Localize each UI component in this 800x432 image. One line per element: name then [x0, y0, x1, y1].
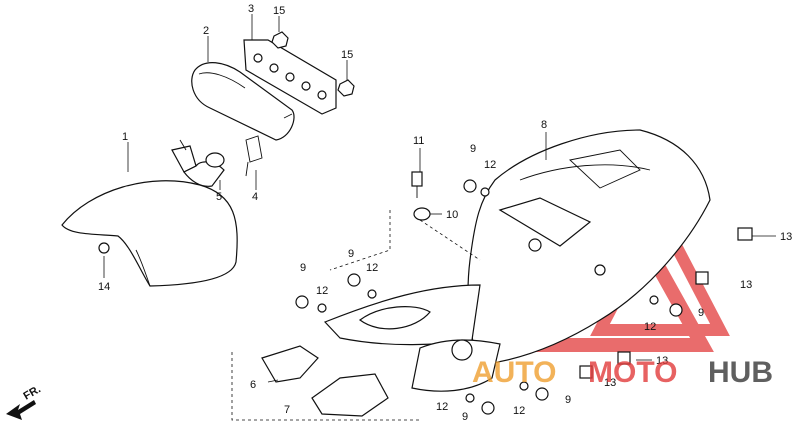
bracket-part-3	[243, 39, 337, 115]
watermark-hub: HUB	[708, 356, 773, 389]
washer-part-12b	[367, 289, 377, 299]
callout-2: 2	[203, 25, 209, 37]
seat-part-1	[61, 180, 238, 287]
screw-part-9b	[347, 273, 361, 287]
callout-9e: 9	[565, 394, 571, 406]
watermark-text: AUTO MOTO HUB	[472, 356, 773, 389]
callout-9a: 9	[470, 143, 476, 155]
washer-part-12e	[519, 381, 529, 391]
callout-5: 5	[216, 191, 222, 203]
callout-14: 14	[98, 281, 110, 293]
nut-part-15a	[271, 31, 289, 49]
callout-13a: 13	[780, 231, 792, 243]
screw-part-9f	[669, 303, 683, 317]
washer-part-12f	[649, 295, 659, 305]
callout-6: 6	[250, 379, 256, 391]
bolt-part-11	[411, 171, 423, 198]
callout-12e: 12	[513, 405, 525, 417]
watermark-moto: MOTO	[588, 356, 677, 389]
callouts: 1 2 3 4 5 6 7 8 9 9 9 9 9 9 10 11 12 12 …	[98, 3, 792, 423]
washer-part-12d	[465, 393, 475, 403]
callout-12d: 12	[436, 401, 448, 413]
callout-12c: 12	[316, 285, 328, 297]
clip-part-4	[245, 135, 263, 177]
callout-7: 7	[284, 404, 290, 416]
callout-13c: 13	[656, 355, 668, 367]
clip-part-13d	[579, 365, 593, 379]
callout-15b: 15	[341, 49, 353, 61]
callout-15a: 15	[273, 5, 285, 17]
callout-11: 11	[413, 135, 424, 147]
emblem-part-7	[311, 373, 389, 417]
seat-lock-part-5	[171, 139, 225, 187]
grab-rail-part-2	[191, 62, 295, 141]
callout-13d: 13	[604, 377, 616, 389]
callout-9d: 9	[462, 411, 468, 423]
clip-part-13b	[695, 271, 709, 285]
screw-part-9d	[481, 401, 495, 415]
washer-part-12c	[317, 303, 327, 313]
callout-13b: 13	[740, 279, 752, 291]
screw-part-9a	[463, 179, 477, 193]
callout-12f: 12	[644, 321, 656, 333]
clip-part-13a	[737, 227, 753, 241]
washer-part-12a	[480, 187, 490, 197]
callout-8: 8	[541, 119, 547, 131]
assembly-lines	[231, 210, 481, 421]
callout-9c: 9	[300, 262, 306, 274]
callout-12b: 12	[366, 262, 378, 274]
screw-part-9e	[535, 387, 549, 401]
callout-4: 4	[252, 191, 258, 203]
grommet-part-10	[413, 207, 431, 221]
clip-part-13c	[617, 351, 631, 365]
callout-10: 10	[446, 209, 458, 221]
leader-lines	[103, 14, 776, 383]
watermark-auto: AUTO	[472, 356, 556, 389]
nut-part-15b	[337, 79, 355, 97]
callout-3: 3	[248, 3, 254, 15]
rear-cowl-part-8	[467, 129, 711, 366]
callout-9b: 9	[348, 248, 354, 260]
emblem-part-6	[261, 345, 319, 383]
direction-label: FR.	[22, 383, 43, 402]
screw-part-9c	[295, 295, 309, 309]
callout-12a: 12	[484, 159, 496, 171]
callout-9f: 9	[698, 307, 704, 319]
front-direction-arrow: FR.	[6, 383, 43, 420]
side-cover	[323, 284, 501, 392]
callout-1: 1	[122, 131, 128, 143]
